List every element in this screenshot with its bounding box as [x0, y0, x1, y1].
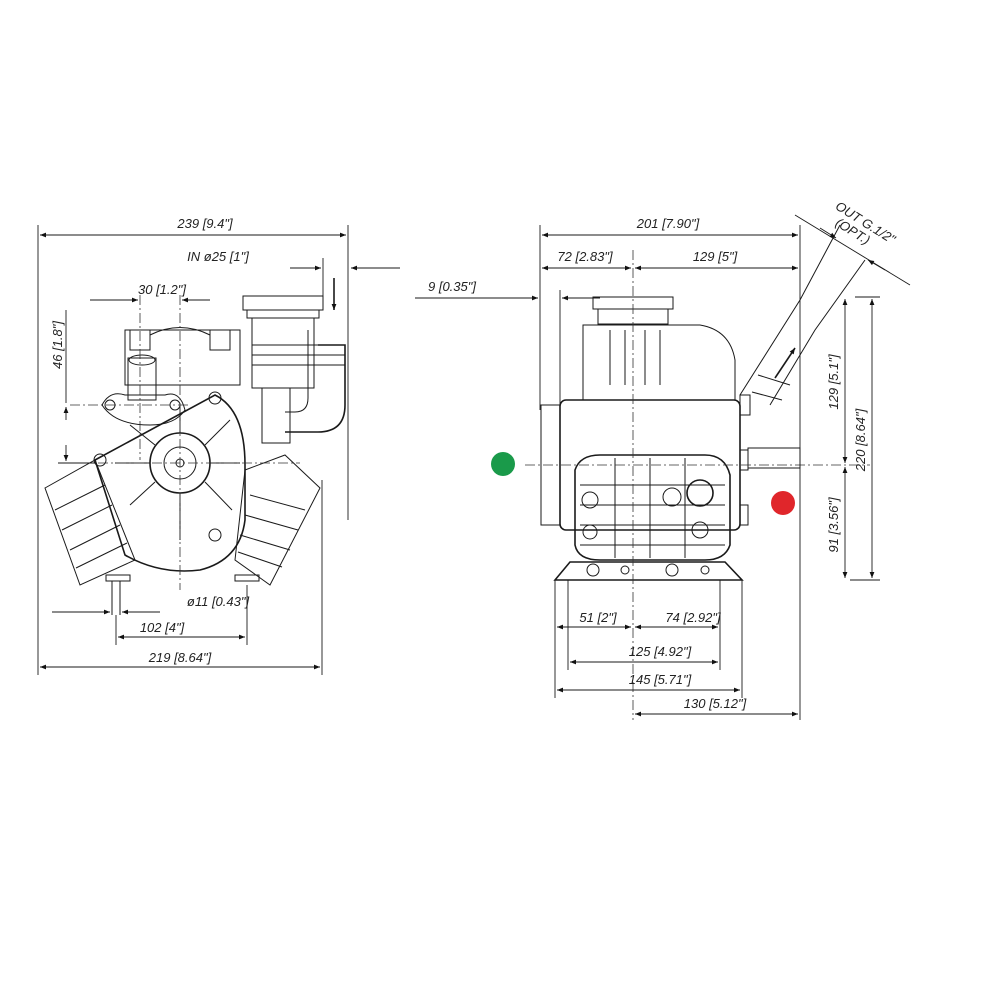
dim-overall-width: 239 [9.4"]	[176, 216, 233, 231]
dim-hole-spacing: 102 [4"]	[140, 620, 185, 635]
front-view-dimensions: 239 [9.4"] IN ø25 [1"] 30 [1.2"] 46 [1.8…	[37, 216, 400, 675]
side-view-dimensions: 201 [7.90"] 72 [2.83"] 129 [5"] 9 [0.35"…	[415, 198, 911, 720]
dim-base-width: 219 [8.64"]	[148, 650, 212, 665]
dim-foot-rear: 74 [2.92"]	[665, 610, 721, 625]
dim-overall-height: 220 [8.64"]	[853, 408, 868, 472]
dim-inlet: IN ø25 [1"]	[187, 249, 249, 264]
dim-shaft-to-back: 130 [5.12"]	[684, 696, 747, 711]
dim-overall-length: 201 [7.90"]	[636, 216, 700, 231]
dim-front-offset: 72 [2.83"]	[557, 249, 613, 264]
dim-inlet-offset: 30 [1.2"]	[138, 282, 186, 297]
dim-shaft-height: 46 [1.8"]	[50, 321, 65, 369]
dim-shaft-height-side: 91 [3.56"]	[826, 497, 841, 553]
dim-foot-holes: 125 [4.92"]	[629, 644, 692, 659]
green-marker-dot	[491, 452, 515, 476]
side-view-pump	[525, 224, 870, 720]
dim-foot-length: 145 [5.71"]	[629, 672, 692, 687]
dim-foot-front: 51 [2"]	[579, 610, 617, 625]
red-marker-dot	[771, 491, 795, 515]
dim-upper-height: 129 [5.1"]	[826, 354, 841, 410]
dim-mount-hole: ø11 [0.43"]	[187, 594, 250, 609]
dim-rear-offset: 129 [5"]	[693, 249, 738, 264]
dim-flange-offset: 9 [0.35"]	[428, 279, 476, 294]
front-view-pump	[44, 295, 346, 615]
